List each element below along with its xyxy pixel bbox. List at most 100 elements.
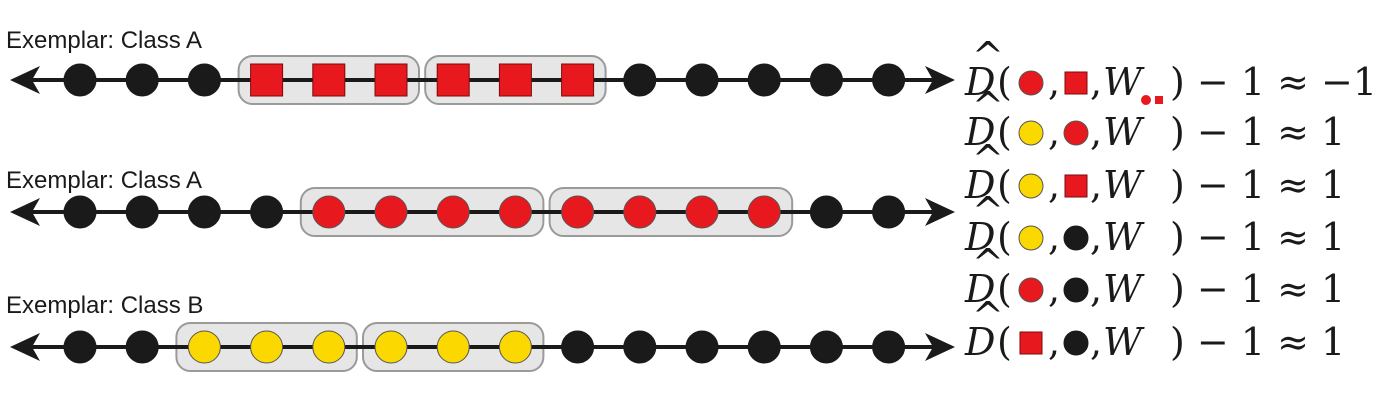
function-symbol: D bbox=[964, 320, 995, 364]
equation-row: ^D(,,W) − 1 ≈ −1 bbox=[964, 34, 1375, 105]
black-marker bbox=[685, 63, 719, 97]
weight-symbol: W bbox=[1103, 215, 1145, 259]
black-marker bbox=[63, 195, 97, 229]
subscript-square-icon bbox=[1155, 96, 1163, 104]
red-circle-marker bbox=[436, 195, 470, 229]
equation-row: ^D(,,W) − 1 ≈ 1 bbox=[964, 294, 1345, 364]
arrow-right-icon bbox=[925, 198, 955, 226]
hat-symbol: ^ bbox=[972, 137, 1004, 181]
black-marker bbox=[125, 63, 159, 97]
equation-rhs: ) − 1 ≈ −1 bbox=[1170, 60, 1375, 104]
black-marker bbox=[872, 195, 906, 229]
operand-b-icon bbox=[1063, 120, 1089, 146]
hat-symbol: ^ bbox=[972, 294, 1004, 338]
yellow-circle-marker bbox=[187, 330, 221, 364]
number-line-row: Exemplar: Class A bbox=[6, 27, 955, 105]
hat-symbol: ^ bbox=[972, 241, 1004, 285]
weight-symbol: W bbox=[1103, 320, 1145, 364]
equation-row: ^D(,,W) − 1 ≈ 1 bbox=[964, 84, 1345, 154]
black-marker bbox=[63, 63, 97, 97]
comma: , bbox=[1090, 215, 1102, 259]
comma: , bbox=[1048, 215, 1060, 259]
yellow-circle-marker bbox=[374, 330, 408, 364]
number-line-row: Exemplar: Class B bbox=[6, 292, 955, 372]
operand-a-icon bbox=[1018, 173, 1044, 199]
equation-row: ^D(,,W) − 1 ≈ 1 bbox=[964, 189, 1345, 259]
red-circle-marker bbox=[312, 195, 346, 229]
yellow-circle-marker bbox=[498, 330, 532, 364]
yellow-circle-marker bbox=[312, 330, 346, 364]
equation-rhs: ) − 1 ≈ 1 bbox=[1170, 267, 1345, 311]
black-marker bbox=[872, 330, 906, 364]
black-marker bbox=[250, 195, 284, 229]
arrow-left-icon bbox=[10, 198, 40, 226]
function-symbol: D bbox=[964, 267, 995, 311]
function-symbol: D bbox=[964, 163, 995, 207]
comma: , bbox=[1048, 320, 1060, 364]
equation-rhs: ) − 1 ≈ 1 bbox=[1170, 215, 1345, 259]
exemplar-label: Exemplar: Class A bbox=[6, 27, 202, 54]
equation-rhs: ) − 1 ≈ 1 bbox=[1170, 110, 1345, 154]
black-marker bbox=[747, 330, 781, 364]
operand-a-icon bbox=[1018, 225, 1044, 251]
red-square-marker bbox=[498, 63, 532, 97]
equation-row: ^D(,,W) − 1 ≈ 1 bbox=[964, 241, 1345, 311]
operand-a-icon bbox=[1018, 277, 1044, 303]
number-lines: Exemplar: Class A Exemplar: Class A Exempl… bbox=[6, 27, 955, 372]
operand-a-icon bbox=[1018, 120, 1044, 146]
weight-symbol: W bbox=[1103, 60, 1145, 104]
black-marker bbox=[747, 63, 781, 97]
red-circle-marker bbox=[623, 195, 657, 229]
comma: , bbox=[1090, 320, 1102, 364]
black-marker bbox=[809, 63, 843, 97]
comma: , bbox=[1090, 110, 1102, 154]
red-square-marker bbox=[374, 63, 408, 97]
hat-symbol: ^ bbox=[972, 84, 1004, 128]
black-marker bbox=[685, 330, 719, 364]
black-marker bbox=[809, 195, 843, 229]
arrow-left-icon bbox=[10, 333, 40, 361]
open-paren: ( bbox=[997, 110, 1012, 154]
function-symbol: D bbox=[964, 215, 995, 259]
arrow-right-icon bbox=[925, 333, 955, 361]
open-paren: ( bbox=[997, 215, 1012, 259]
operand-a-icon bbox=[1018, 70, 1044, 96]
open-paren: ( bbox=[997, 60, 1012, 104]
comma: , bbox=[1048, 110, 1060, 154]
hat-symbol: ^ bbox=[972, 189, 1004, 233]
function-symbol: D bbox=[964, 110, 995, 154]
weight-symbol: W bbox=[1103, 163, 1145, 207]
comma: , bbox=[1090, 163, 1102, 207]
equation-rhs: ) − 1 ≈ 1 bbox=[1170, 320, 1345, 364]
number-line-row: Exemplar: Class A bbox=[6, 167, 955, 237]
exemplar-label: Exemplar: Class A bbox=[6, 167, 202, 194]
red-square-marker bbox=[312, 63, 346, 97]
red-square-marker bbox=[561, 63, 595, 97]
equation-rhs: ) − 1 ≈ 1 bbox=[1170, 163, 1345, 207]
black-marker bbox=[187, 63, 221, 97]
black-marker bbox=[809, 330, 843, 364]
black-marker bbox=[872, 63, 906, 97]
black-marker bbox=[125, 330, 159, 364]
operand-b-icon bbox=[1063, 225, 1089, 251]
black-marker bbox=[561, 330, 595, 364]
operand-b-icon bbox=[1064, 174, 1088, 198]
red-square-marker bbox=[436, 63, 470, 97]
comma: , bbox=[1048, 60, 1060, 104]
comma: , bbox=[1048, 267, 1060, 311]
equation-list: ^D(,,W) − 1 ≈ −1^D(,,W) − 1 ≈ 1^D(,,W) −… bbox=[964, 34, 1375, 364]
arrow-left-icon bbox=[10, 66, 40, 94]
arrow-right-icon bbox=[925, 66, 955, 94]
red-circle-marker bbox=[747, 195, 781, 229]
open-paren: ( bbox=[997, 267, 1012, 311]
red-square-marker bbox=[250, 63, 284, 97]
black-marker bbox=[187, 195, 221, 229]
red-circle-marker bbox=[498, 195, 532, 229]
subscript-circle-icon bbox=[1141, 95, 1151, 105]
operand-b-icon bbox=[1063, 277, 1089, 303]
black-marker bbox=[623, 63, 657, 97]
yellow-circle-marker bbox=[250, 330, 284, 364]
black-marker bbox=[125, 195, 159, 229]
open-paren: ( bbox=[997, 163, 1012, 207]
